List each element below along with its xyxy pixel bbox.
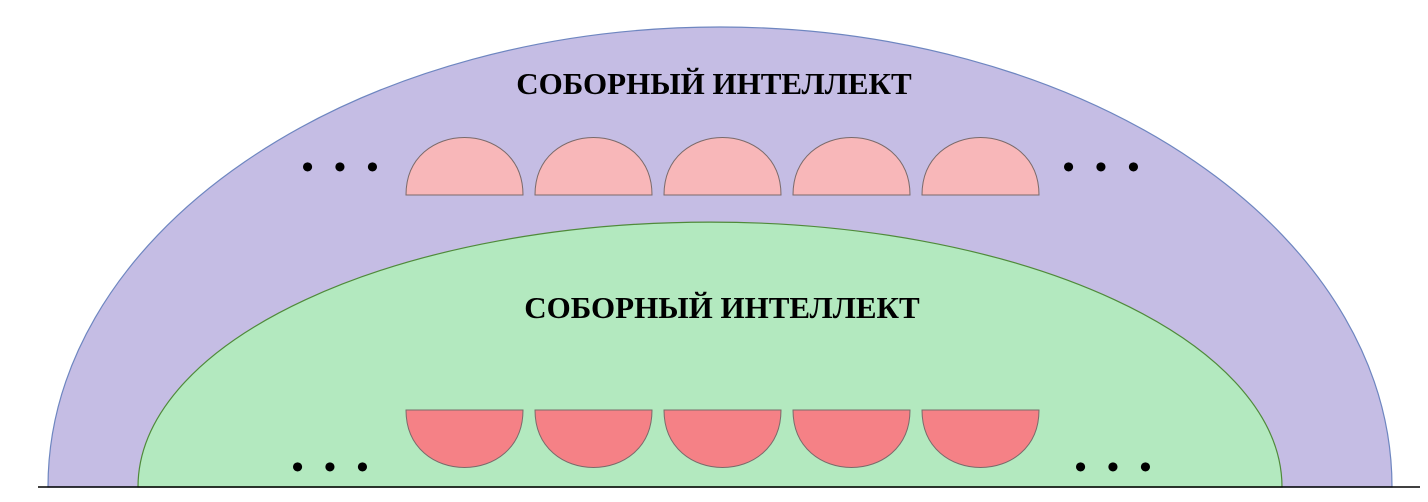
outer-dome-unit-5 — [921, 137, 1040, 196]
inner-ellipsis-right: • • • — [1075, 449, 1158, 486]
inner-title: СОБОРНЫЙ ИНТЕЛЛЕКТ — [524, 290, 920, 325]
outer-dome-unit-1 — [405, 137, 524, 196]
inner-bowl-unit-1 — [405, 409, 524, 468]
inner-ellipsis-left: • • • — [292, 449, 375, 486]
inner-bowl-unit-3 — [663, 409, 782, 468]
outer-dome-unit-2 — [534, 137, 653, 196]
outer-dome-unit-3 — [663, 137, 782, 196]
outer-unit-row — [405, 137, 1040, 196]
outer-ellipsis-right: • • • — [1063, 149, 1146, 186]
outer-title: СОБОРНЫЙ ИНТЕЛЛЕКТ — [516, 66, 912, 101]
inner-bowl-unit-4 — [792, 409, 911, 468]
inner-bowl-unit-5 — [921, 409, 1040, 468]
inner-bowl-unit-2 — [534, 409, 653, 468]
inner-unit-row — [405, 409, 1040, 468]
outer-dome-unit-4 — [792, 137, 911, 196]
outer-ellipsis-left: • • • — [302, 149, 385, 186]
